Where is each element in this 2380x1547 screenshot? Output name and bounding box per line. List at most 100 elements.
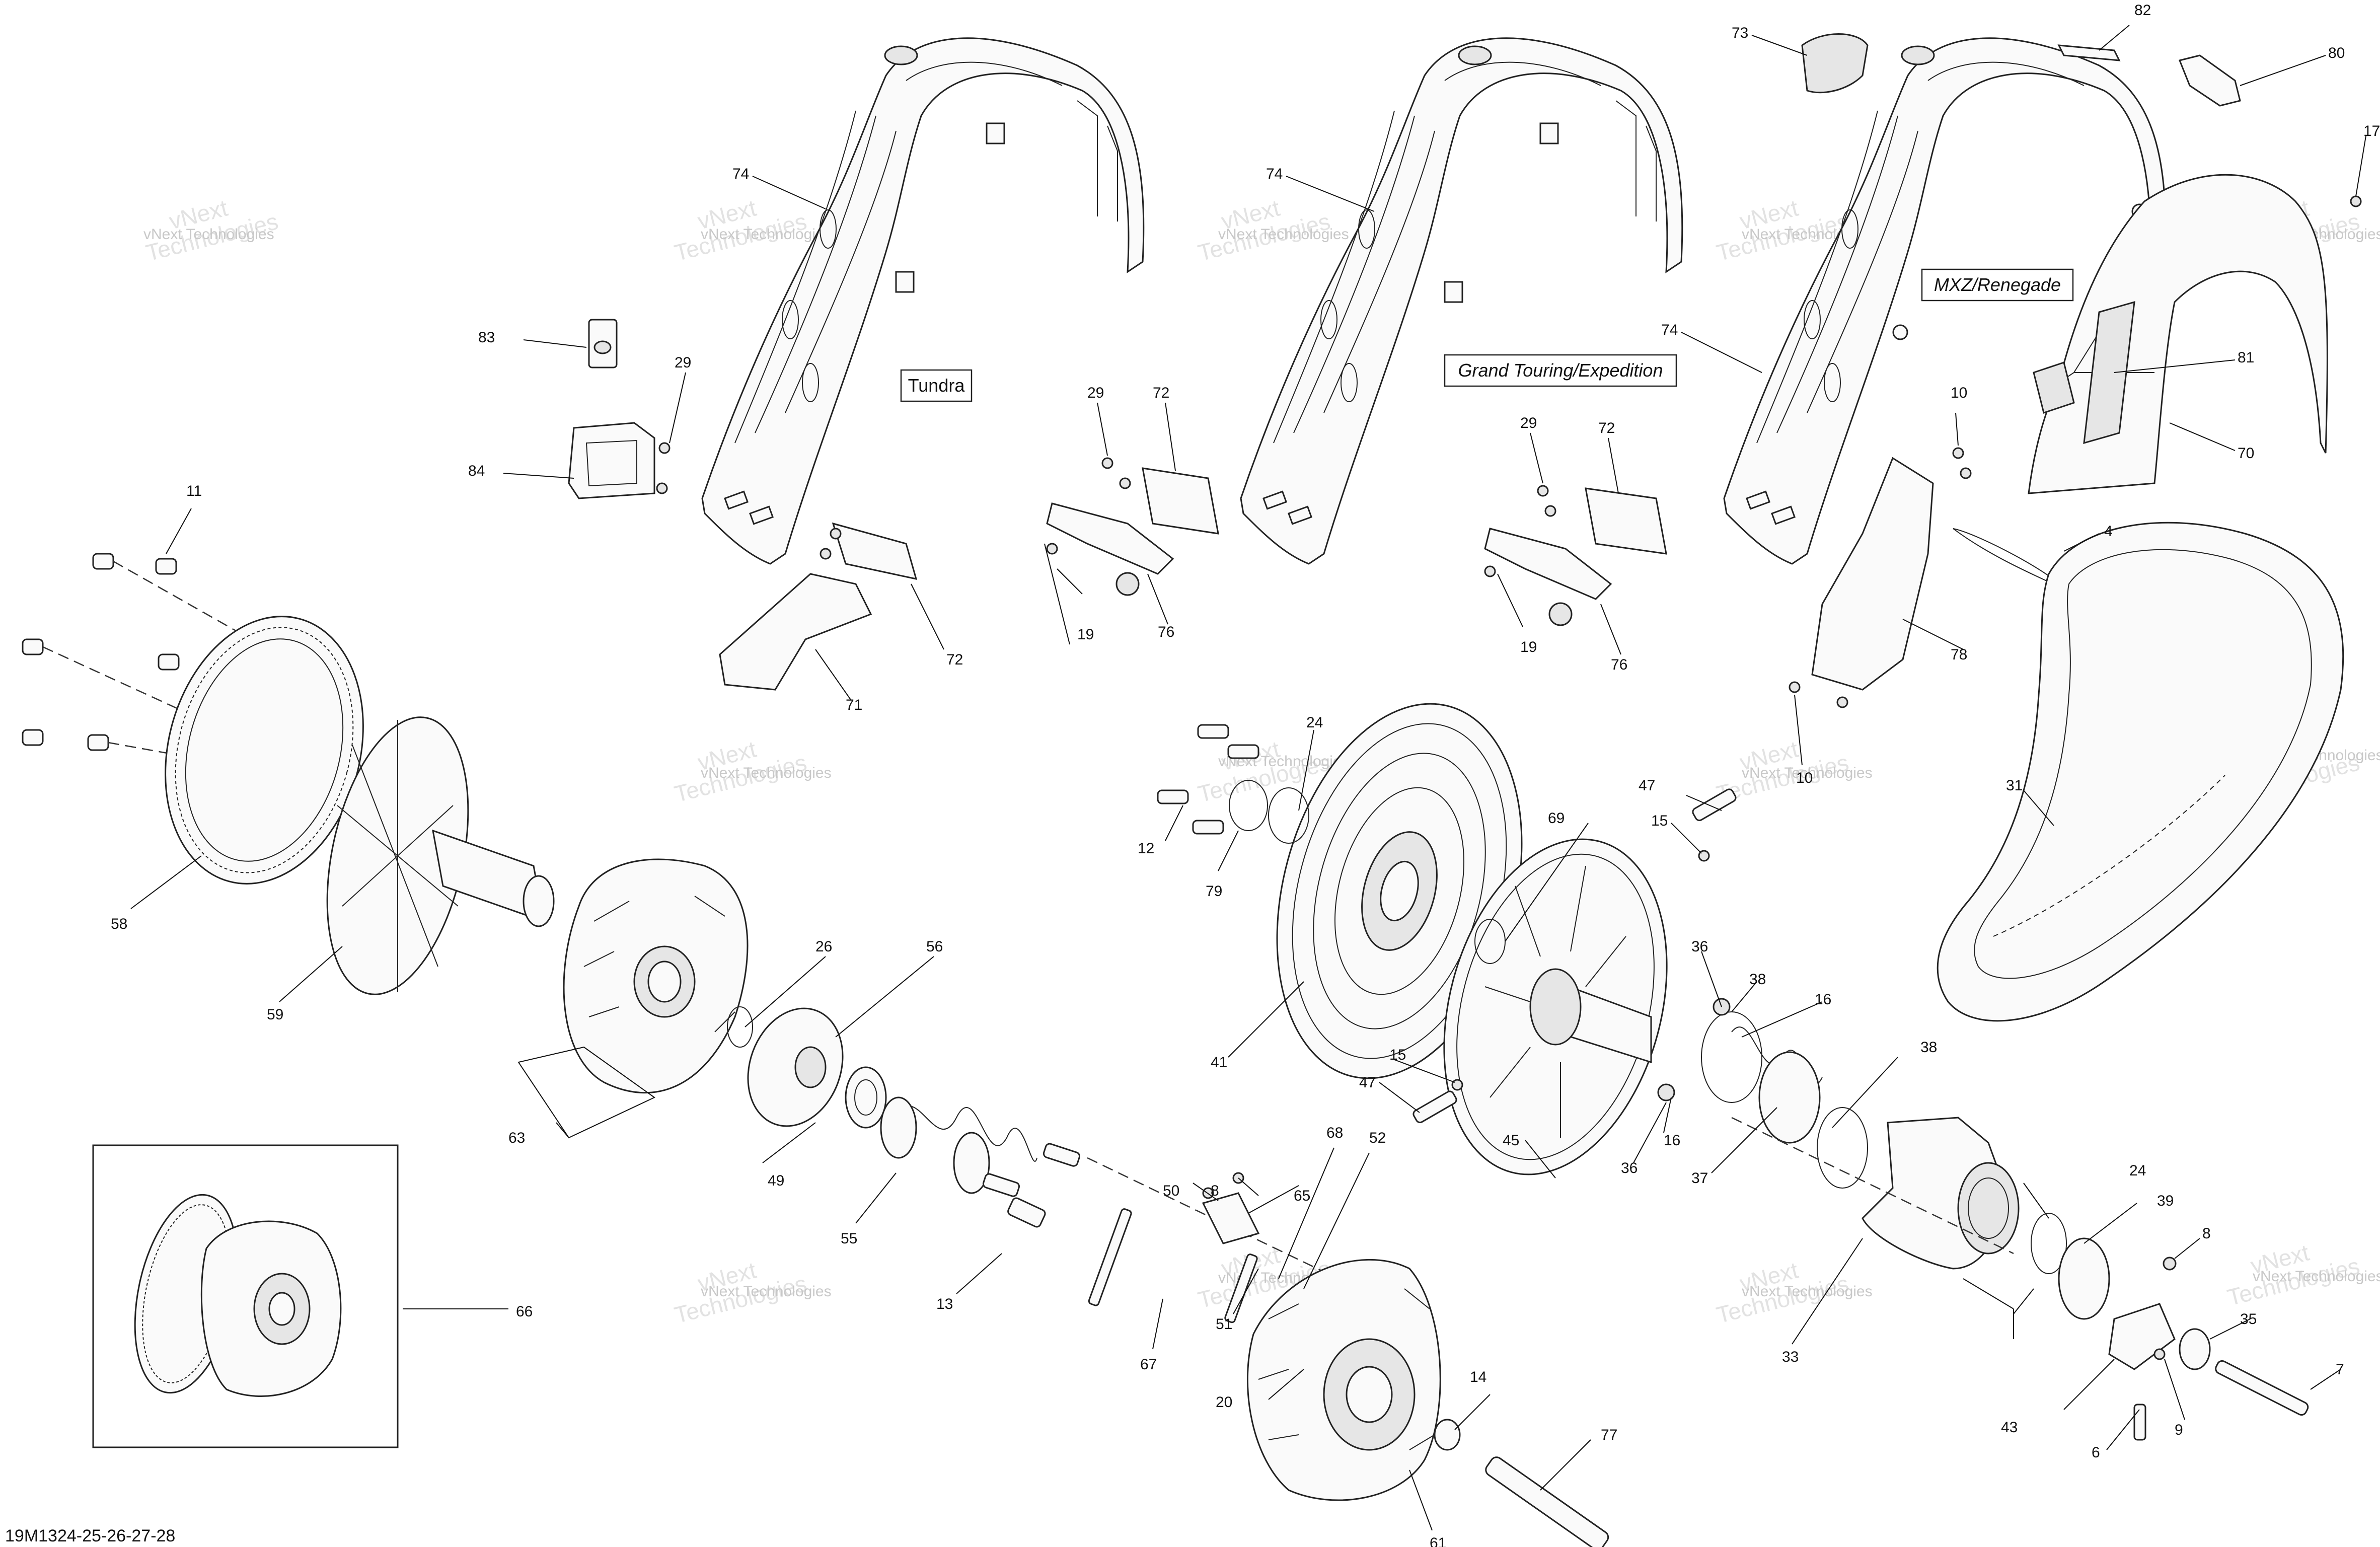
callout-77: 77 bbox=[1601, 1427, 1617, 1443]
fixed-sheave-bolts bbox=[22, 553, 323, 761]
grand-touring-label-box bbox=[1444, 354, 1677, 387]
bushing-49 bbox=[845, 1066, 887, 1129]
callout-70: 70 bbox=[2238, 445, 2254, 462]
bracket-76a bbox=[1046, 502, 1174, 575]
watermark-text: vNext Technologies bbox=[701, 226, 832, 243]
callout-6: 6 bbox=[2092, 1444, 2100, 1461]
callout-43: 43 bbox=[2001, 1419, 2018, 1436]
driven-axis-lower bbox=[1731, 1117, 2014, 1255]
callout-8: 8 bbox=[1211, 1183, 1219, 1199]
screw-6 bbox=[2133, 1404, 2146, 1441]
callout-50: 50 bbox=[1163, 1183, 1179, 1199]
callout-49: 49 bbox=[768, 1172, 784, 1189]
callout-17: 17 bbox=[2363, 123, 2380, 139]
retaining-ring-24b bbox=[2031, 1213, 2067, 1274]
callout-38: 38 bbox=[1749, 971, 1766, 988]
decal-strip bbox=[2057, 44, 2121, 61]
callout-16: 16 bbox=[1664, 1132, 1680, 1149]
watermark-text: vNext Technologies bbox=[701, 1283, 832, 1300]
callout-15: 15 bbox=[1651, 813, 1668, 829]
callout-35: 35 bbox=[2240, 1311, 2257, 1328]
callout-10: 10 bbox=[1796, 770, 1813, 786]
callout-83: 83 bbox=[478, 329, 495, 346]
washer-9 bbox=[2153, 1348, 2166, 1360]
callout-10: 10 bbox=[1951, 385, 1967, 401]
leader-lines bbox=[130, 25, 2366, 1531]
callout-36: 36 bbox=[1621, 1160, 1638, 1176]
bracket-clip bbox=[568, 422, 655, 499]
callout-19: 19 bbox=[1077, 626, 1094, 643]
label-tag-symbol bbox=[593, 340, 612, 354]
callouts: 74 74 74 73 82 80 17 81 70 83 84 29 29 2… bbox=[111, 2, 2380, 1547]
callout-51: 51 bbox=[1216, 1316, 1232, 1333]
callout-72: 72 bbox=[1598, 420, 1615, 436]
driven-cam bbox=[1862, 1117, 2020, 1270]
callout-19: 19 bbox=[1520, 639, 1537, 655]
weight-arms bbox=[1088, 1172, 1260, 1323]
callout-56: 56 bbox=[926, 938, 943, 955]
callout-76: 76 bbox=[1158, 624, 1174, 640]
callout-9: 9 bbox=[2175, 1422, 2183, 1438]
callout-72: 72 bbox=[946, 651, 963, 668]
callout-14: 14 bbox=[1470, 1369, 1486, 1385]
callout-68: 68 bbox=[1326, 1125, 1343, 1141]
callout-15: 15 bbox=[1389, 1047, 1406, 1063]
mxz-label-box bbox=[1921, 268, 2074, 302]
callout-65: 65 bbox=[1294, 1188, 1310, 1204]
callout-13: 13 bbox=[936, 1296, 953, 1312]
grommet-76b bbox=[1548, 602, 1573, 626]
tundra-label: Tundra bbox=[908, 375, 965, 396]
callout-63: 63 bbox=[508, 1130, 525, 1146]
belt-guard-bracket-grand-touring bbox=[1240, 37, 1683, 565]
watermark-text: vNext Technologies bbox=[143, 226, 274, 243]
driven-bolts-12 bbox=[1157, 724, 1259, 835]
drive-pulley-assembly bbox=[134, 1194, 342, 1397]
callout-31: 31 bbox=[2006, 777, 2023, 794]
callout-52: 52 bbox=[1369, 1130, 1386, 1146]
belt-guard-bracket-tundra bbox=[701, 37, 1145, 565]
callout-7: 7 bbox=[2336, 1361, 2344, 1378]
o-ring-26 bbox=[727, 1006, 753, 1048]
watermark-text: vNext Technologies bbox=[701, 765, 832, 781]
nut-8b bbox=[2163, 1257, 2177, 1271]
washer-35 bbox=[2179, 1328, 2211, 1370]
callout-84: 84 bbox=[468, 463, 485, 479]
drive-pulley-housing bbox=[563, 858, 749, 1093]
callout-24: 24 bbox=[1306, 714, 1323, 731]
bolt-77 bbox=[1485, 1456, 1609, 1547]
callout-26: 26 bbox=[815, 938, 832, 955]
callout-38: 38 bbox=[1920, 1039, 1937, 1056]
spider-bolts bbox=[982, 1143, 1360, 1290]
callout-55: 55 bbox=[841, 1230, 857, 1247]
mount-plate-72b bbox=[1142, 467, 1219, 535]
callout-58: 58 bbox=[111, 916, 127, 932]
washer-14 bbox=[1434, 1419, 1461, 1451]
watermark-text: vNext Technologies bbox=[2253, 1268, 2380, 1285]
drive-belt bbox=[1937, 522, 2344, 1022]
callout-33: 33 bbox=[1782, 1349, 1799, 1365]
callout-71: 71 bbox=[846, 697, 862, 713]
callout-24: 24 bbox=[2129, 1162, 2146, 1179]
callout-73: 73 bbox=[1732, 25, 1748, 41]
bolt-47b bbox=[1412, 1090, 1457, 1124]
grommet-76a bbox=[1115, 572, 1140, 596]
watermark-text: vNext Technologies bbox=[1742, 1283, 1873, 1300]
mount-plate-72c bbox=[1585, 487, 1667, 555]
callout-78: 78 bbox=[1951, 646, 1967, 663]
callout-29: 29 bbox=[1520, 415, 1537, 431]
callout-81: 81 bbox=[2238, 349, 2254, 366]
bracket-78 bbox=[1811, 457, 1934, 691]
callout-8: 8 bbox=[2202, 1225, 2211, 1242]
callout-29: 29 bbox=[1087, 385, 1104, 401]
callout-76: 76 bbox=[1611, 656, 1627, 673]
driven-movable-sheave bbox=[1443, 838, 1668, 1175]
callout-39: 39 bbox=[2157, 1193, 2174, 1209]
callout-41: 41 bbox=[1211, 1054, 1227, 1071]
mxz-label: MXZ/Renegade bbox=[1934, 274, 2061, 295]
fixed-sheave bbox=[326, 716, 555, 995]
callout-36: 36 bbox=[1691, 938, 1708, 955]
callout-47: 47 bbox=[1639, 777, 1655, 794]
callout-72: 72 bbox=[1153, 385, 1169, 401]
drive-pulley-spider bbox=[1246, 1259, 1441, 1501]
